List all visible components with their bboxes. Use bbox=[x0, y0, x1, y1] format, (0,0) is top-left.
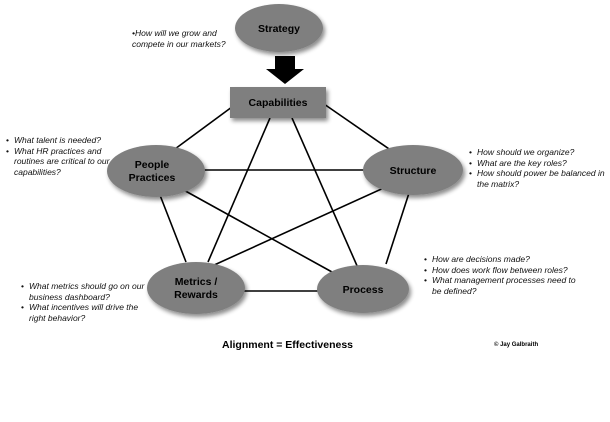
structure-node: Structure bbox=[363, 145, 463, 195]
people-practices-label-line1: People bbox=[135, 159, 170, 171]
structure-note-item: How should power be balanced in the matr… bbox=[469, 168, 607, 189]
capabilities-label: Capabilities bbox=[249, 97, 308, 109]
metrics-note: What metrics should go on our business d… bbox=[21, 281, 149, 323]
people-note-item: What HR practices and routines are criti… bbox=[6, 146, 110, 178]
process-note-item: How are decisions made? bbox=[424, 254, 584, 265]
process-node: Process bbox=[317, 265, 409, 313]
structure-note-item: What are the key roles? bbox=[469, 158, 607, 169]
metrics-note-item: What incentives will drive the right beh… bbox=[21, 302, 149, 323]
metrics-note-item: What metrics should go on our business d… bbox=[21, 281, 149, 302]
line-people-process bbox=[179, 187, 333, 273]
copyright-credit: © Jay Galbraith bbox=[494, 342, 539, 348]
strategy-node: Strategy bbox=[235, 4, 323, 52]
structure-label: Structure bbox=[390, 165, 437, 177]
line-capabilities-metrics bbox=[207, 117, 271, 263]
strategy-note-text: •How will we grow and compete in our mar… bbox=[132, 28, 226, 49]
process-label: Process bbox=[343, 284, 384, 296]
connector-lines bbox=[157, 103, 411, 292]
capabilities-node: Capabilities bbox=[230, 87, 326, 118]
metrics-rewards-label-line2: Rewards bbox=[174, 289, 218, 301]
structure-note: How should we organize? What are the key… bbox=[469, 147, 607, 189]
line-capabilities-process bbox=[291, 117, 359, 269]
people-note-item: What talent is needed? bbox=[6, 135, 110, 146]
strategy-label: Strategy bbox=[258, 23, 300, 35]
strategy-note: •How will we grow and compete in our mar… bbox=[132, 28, 228, 49]
metrics-rewards-label-line1: Metrics / bbox=[175, 276, 218, 288]
caption: Alignment = Effectiveness bbox=[222, 339, 353, 351]
process-note: How are decisions made? How does work fl… bbox=[424, 254, 584, 296]
line-structure-metrics bbox=[211, 185, 389, 267]
line-people-metrics bbox=[157, 189, 187, 263]
people-practices-label-line2: Practices bbox=[129, 172, 176, 184]
metrics-rewards-node: Metrics / Rewards bbox=[147, 262, 245, 314]
people-practices-node: People Practices bbox=[107, 145, 205, 197]
line-structure-process bbox=[385, 189, 411, 265]
process-note-item: What management processes need to be def… bbox=[424, 275, 584, 296]
people-note: What talent is needed? What HR practices… bbox=[6, 135, 110, 177]
down-arrow-icon bbox=[266, 56, 304, 84]
process-note-item: How does work flow between roles? bbox=[424, 265, 584, 276]
structure-note-item: How should we organize? bbox=[469, 147, 607, 158]
